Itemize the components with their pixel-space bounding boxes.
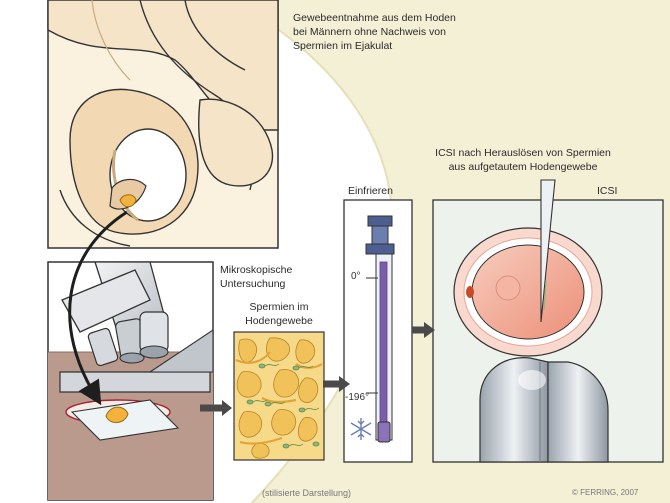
freezing-panel (343, 199, 413, 463)
process-arrows (68, 210, 435, 416)
microscopy-line-2: Untersuchung (220, 278, 286, 291)
temperature-zero: 0° (351, 271, 361, 282)
sperm-tissue-caption: Spermien im Hodengewebe (241, 300, 317, 328)
sperm-tissue-line-1: Spermien im (249, 301, 309, 313)
microscopy-caption: Mikroskopische Untersuchung (220, 263, 292, 291)
icsi-extraction-caption: ICSI nach Herauslösen von Spermien aus a… (433, 146, 613, 174)
microscopy-line-1: Mikroskopische (220, 264, 293, 276)
icsi-extraction-line-1: ICSI nach Herauslösen von Spermien (435, 147, 611, 159)
biopsy-caption-line-3: Spermien im Ejakulat (293, 40, 393, 53)
tissue-panel (233, 331, 325, 461)
anatomy-panel (47, 0, 279, 249)
icsi-label: ICSI (597, 185, 618, 197)
snowflake-icon (350, 418, 372, 440)
stylized-note: (stilisierte Darstellung) (262, 488, 352, 498)
biopsy-caption-line-2: bei Männern ohne Nachweis von (293, 26, 446, 39)
copyright-note: © FERRING, 2007 (572, 488, 639, 497)
temperature-cold: -196° (345, 392, 370, 403)
biopsy-caption: Gewebeentnahme aus dem Hoden bei Männern… (293, 11, 456, 54)
icsi-panel (432, 179, 664, 463)
microscope-panel (47, 261, 214, 501)
biopsy-caption-line-1: Gewebeentnahme aus dem Hoden (293, 12, 456, 24)
icsi-extraction-line-2: aus aufgetautem Hodengewebe (448, 161, 598, 174)
freezing-label: Einfrieren (348, 185, 393, 197)
sperm-tissue-line-2: Hodengewebe (245, 315, 313, 328)
